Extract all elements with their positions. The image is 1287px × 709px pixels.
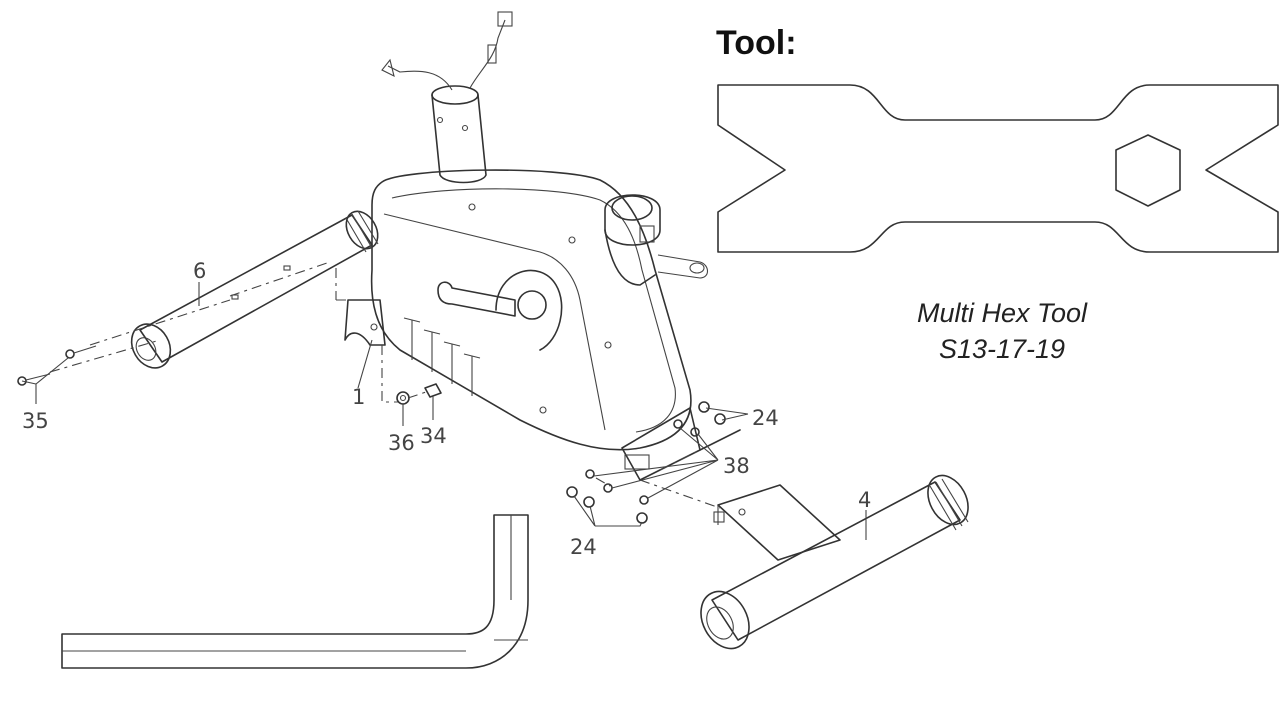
assembly-guide-lines [49,261,721,509]
allen-key [61,514,529,669]
leader-lines [21,282,867,540]
part-label-35: 35 [22,409,49,433]
washer-36 [396,391,410,405]
washers-38 [585,419,700,505]
bolts-24-upper [698,401,726,425]
tool-title: Tool: [716,24,797,62]
main-frame-housing [344,11,741,481]
cap-nut-34 [424,383,442,398]
front-stabilizer [130,210,379,369]
multi-hex-wrench [717,84,1279,253]
part-label-24-lower: 24 [570,535,597,559]
part-label-4: 4 [858,488,871,512]
rear-stabilizer [700,474,969,650]
part-label-36: 36 [388,431,415,455]
part-label-38: 38 [723,454,750,478]
part-label-34: 34 [420,424,447,448]
part-label-24-upper: 24 [752,406,779,430]
part-label-1: 1 [352,385,365,409]
tool-caption-name: Multi Hex Tool [917,298,1088,328]
carriage-bolts-35 [17,345,97,386]
part-label-6: 6 [193,259,206,283]
hardware-parts [17,345,726,524]
tool-caption-size: S13-17-19 [939,334,1065,364]
